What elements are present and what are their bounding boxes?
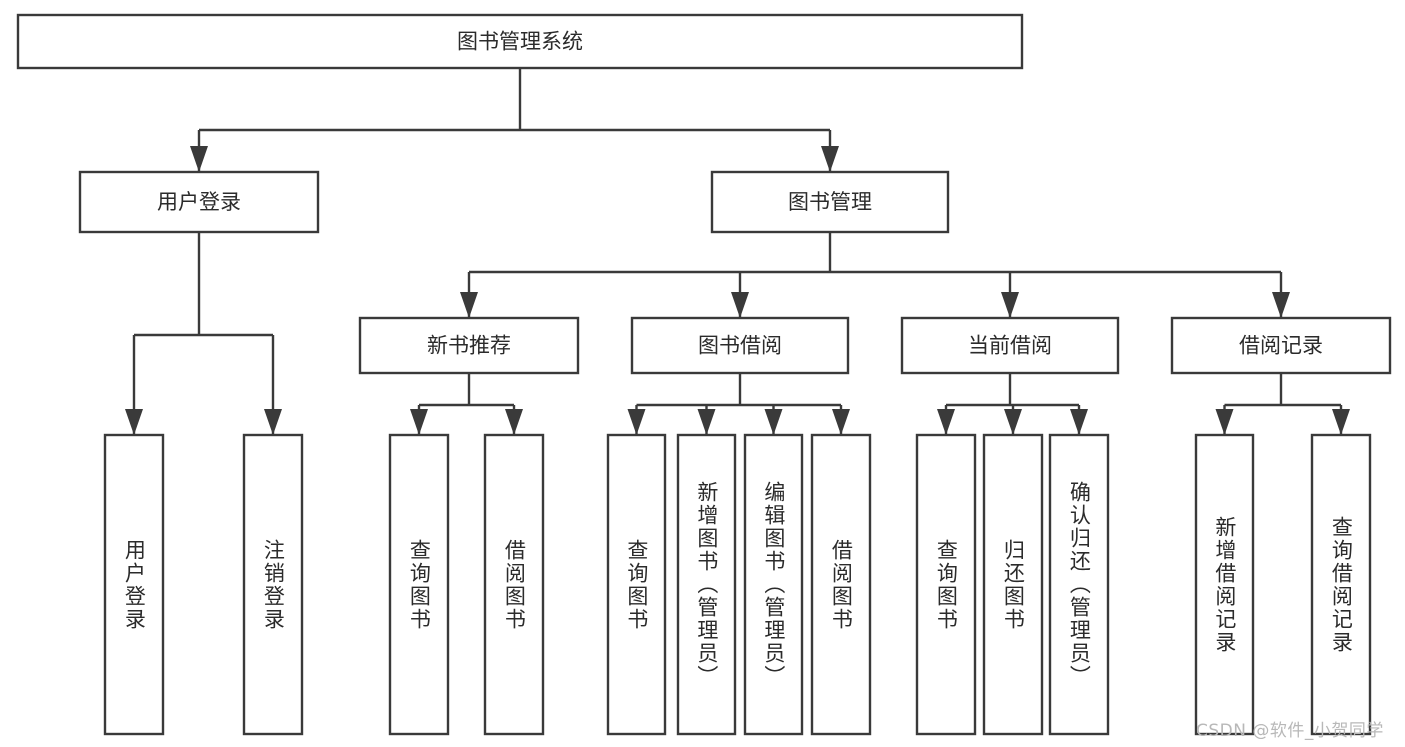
node-box-borrow-book-7[interactable] [810,433,872,736]
arrow-head-icon-add-borrow-record-11 [1215,409,1234,435]
node-box-return-book-9[interactable] [982,433,1044,736]
node-box-add-borrow-record-11[interactable] [1194,433,1255,736]
arrow-head-icon-book-borrow [731,292,749,318]
arrow-head-icon-borrow-record [1272,292,1290,318]
csdn-watermark: CSDN @软件_小贺同学 [1196,721,1384,741]
arrow-head-icon-book-management [821,146,839,172]
connectors-layer [125,68,1350,435]
node-box-add-book-admin-5[interactable] [676,433,737,736]
arrow-head-icon-add-book-admin-5 [697,409,716,435]
arrow-head-icon-logout-1 [264,409,282,435]
arrow-head-icon-confirm-return-admin-10 [1070,409,1088,435]
arrow-head-icon-user-login [190,146,208,172]
node-box-user-login[interactable] [78,170,320,234]
node-box-borrow-record[interactable] [1170,316,1392,375]
arrow-head-icon-borrow-book-3 [505,409,523,435]
node-box-borrow-book-3[interactable] [483,433,545,736]
arrow-head-icon-user-login-0 [125,409,143,435]
node-label-borrow-record: 借阅记录 [1239,334,1323,358]
arrow-head-icon-return-book-9 [1004,409,1022,435]
arrow-head-icon-edit-book-admin-6 [764,409,783,435]
node-box-current-borrow[interactable] [900,316,1120,375]
node-box-query-book-8[interactable] [915,433,977,736]
node-label-new-book-recommend: 新书推荐 [427,334,511,358]
node-box-book-management-system[interactable] [16,13,1024,70]
node-label-book-borrow: 图书借阅 [698,334,782,358]
arrow-head-icon-query-book-8 [937,409,955,435]
arrow-head-icon-query-borrow-record-12 [1332,409,1350,435]
node-box-book-management[interactable] [710,170,950,234]
node-box-user-login-0[interactable] [103,433,165,736]
arrow-head-icon-borrow-book-7 [832,409,850,435]
node-box-query-borrow-record-12[interactable] [1310,433,1372,736]
node-label-current-borrow: 当前借阅 [968,334,1052,358]
arrow-head-icon-new-book-recommend [460,292,478,318]
node-box-book-borrow[interactable] [630,316,850,375]
node-box-new-book-recommend[interactable] [358,316,580,375]
node-box-edit-book-admin-6[interactable] [743,433,804,736]
node-label-book-management-system: 图书管理系统 [457,30,583,54]
arrow-head-icon-query-book-2 [410,409,428,435]
node-box-query-book-2[interactable] [388,433,450,736]
node-label-user-login: 用户登录 [157,190,241,214]
node-box-confirm-return-admin-10[interactable] [1048,433,1110,736]
arrow-head-icon-query-book-4 [627,409,646,435]
node-box-logout-1[interactable] [242,433,304,736]
arrow-head-icon-current-borrow [1001,292,1019,318]
node-label-book-management: 图书管理 [788,190,872,214]
node-box-query-book-4[interactable] [606,433,667,736]
